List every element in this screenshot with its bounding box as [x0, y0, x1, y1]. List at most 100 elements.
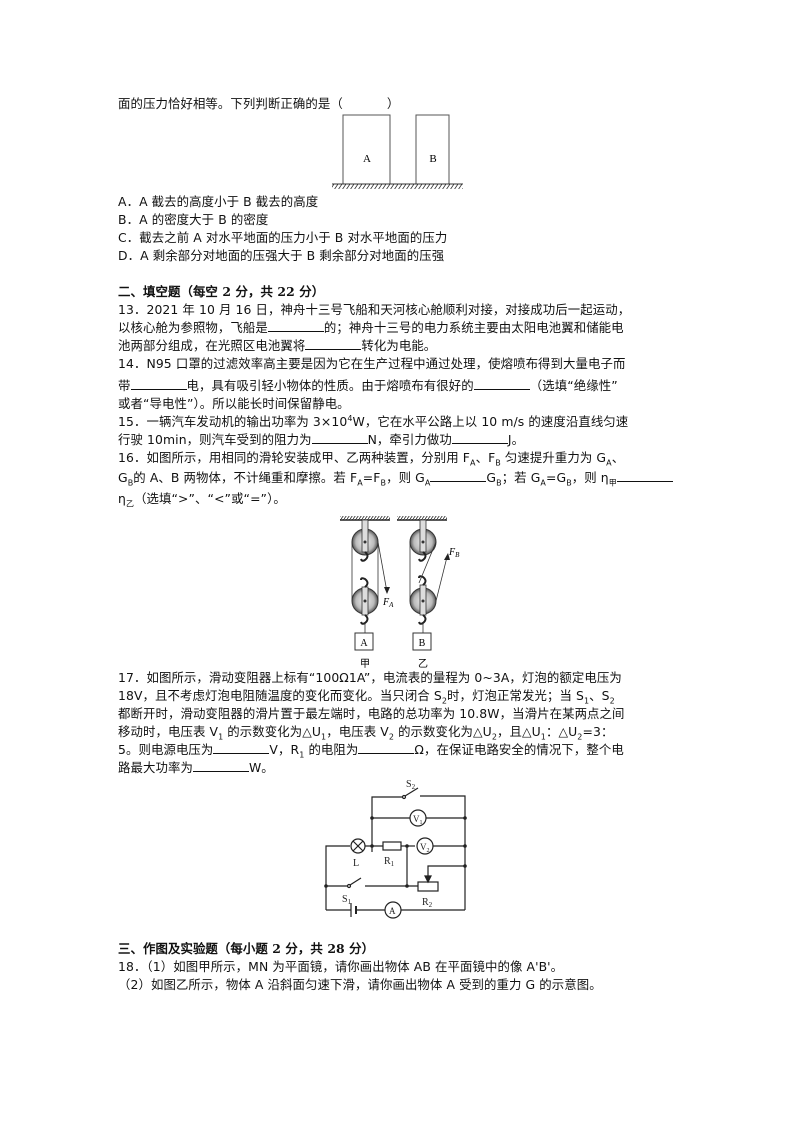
q17-blank-1[interactable] — [213, 741, 270, 754]
section-2-heading: 二、填空题（每空 2 分，共 22 分） — [118, 284, 325, 299]
q13-line-3: 池两部分组成，在光照区电池翼将 转化为电能。 — [118, 337, 436, 355]
q16-text: 的 A、B 两物体，不计绳重和摩擦。若 F — [133, 470, 358, 485]
q16-text: ；若 G — [501, 470, 541, 485]
s2-label: S2 — [406, 779, 416, 791]
q18-line-1: 18．（1）如图甲所示，MN 为平面镜，请你画出物体 AB 在平面镜中的像 A'… — [118, 959, 564, 974]
circuit-figure: S2 V1 V2 L R1 S1 R2 — [318, 778, 473, 923]
q16-blank-2[interactable] — [616, 469, 673, 482]
q12-option-b: B．A 的密度大于 B 的密度 — [118, 212, 269, 227]
q14-text: （选填“绝缘性” — [529, 378, 618, 393]
subscript: 2 — [491, 732, 498, 742]
q17-text: 的示数变化为△U — [223, 724, 322, 739]
q17-text: ，电压表 V — [326, 724, 389, 739]
q16-text: ，则 η — [571, 470, 609, 485]
q17-blank-2[interactable] — [358, 741, 415, 754]
q13-text: 以核心舱为参照物，飞船是 — [118, 320, 268, 335]
q16-text: 匀速提升重力为 G — [500, 450, 607, 465]
subscript: 1 — [299, 750, 305, 760]
force-b-label: FB — [448, 547, 460, 559]
subscript: 2 — [609, 696, 615, 706]
subscript: B — [127, 478, 134, 488]
q14-line-1: 14．N95 口罩的过滤效率高主要是因为它在生产过程中通过处理，使熔喷布得到大量… — [118, 356, 626, 371]
q12-blocks-figure: A B — [330, 112, 465, 192]
q14-line-3: 或者“导电性”）。所以能长时间保留静电。 — [118, 396, 350, 411]
q16-text: =G — [546, 470, 567, 485]
q17-text: 5。则电源电压为 — [118, 742, 214, 757]
q17-text: 移动时，电压表 V — [118, 724, 219, 739]
q17-line-1: 17．如图所示，滑动变阻器上标有“100Ω1A”，电流表的量程为 0~3A，灯泡… — [118, 670, 622, 685]
q17-line-3: 都断开时，滑动变阻器的滑片置于最左端时，电路的总功率为 10.8W，当滑片在某两… — [118, 706, 625, 721]
subscript: 乙 — [125, 499, 135, 509]
q17-line-4: 移动时，电压表 V1 的示数变化为△U1，电压表 V2 的示数变化为△U2，且△… — [118, 723, 613, 741]
q16-text: ，则 G — [386, 470, 425, 485]
answer-paren: ） — [386, 96, 400, 111]
q13-text: 转化为电能。 — [361, 338, 437, 353]
subscript: A — [606, 458, 612, 468]
subscript: B — [495, 458, 501, 468]
ammeter-label: A — [389, 906, 396, 916]
q12-stem-text: 面的压力恰好相等。下列判断正确的是（ — [118, 96, 343, 111]
q12-option-c: C．截去之前 A 对水平地面的压力小于 B 对水平地面的压力 — [118, 230, 448, 245]
q13-text: 池两部分组成，在光照区电池翼将 — [118, 338, 306, 353]
q15-text: 15．一辆汽车发动机的输出功率为 3×10 — [118, 414, 348, 429]
q16-text: G — [486, 470, 497, 485]
q17-line-6: 路最大功率为 W。 — [118, 759, 274, 777]
q17-line-2: 18V，且不考虑灯泡电阻随温度的变化而变化。当只闭合 S 2 时，灯泡正常发光；当 … — [118, 687, 615, 705]
exponent: 4 — [347, 413, 353, 423]
q17-text: Ω，在保证电路安全的情况下，整个电 — [414, 742, 624, 757]
pulley-figure: A FA 甲 B FB 乙 — [335, 515, 475, 670]
subscript: A — [424, 478, 431, 488]
q16-line-1: 16．如图所示，用相同的滑轮安装成甲、乙两种装置，分别用 FA、FB 匀速提升重… — [118, 449, 624, 467]
q14-text: 电，具有吸引轻小物体的性质。由于熔喷布有很好的 — [186, 378, 474, 393]
q17-text: 18V，且不考虑灯泡电阻随温度的变化而变化。当只闭合 S — [118, 688, 442, 703]
q17-blank-3[interactable] — [192, 759, 249, 772]
block-a-label: A — [363, 153, 371, 165]
q12-option-d: D．A 剩余部分对地面的压强大于 B 剩余部分对地面的压强 — [118, 248, 445, 263]
q16-text: G — [118, 470, 128, 485]
q17-text: ：△U — [546, 724, 578, 739]
q15-text: N，牵引力做功 — [367, 432, 452, 447]
box-a-label: A — [360, 638, 368, 649]
q16-text: η — [118, 491, 126, 506]
subscript: 1 — [218, 732, 224, 742]
q15-blank-1[interactable] — [311, 431, 368, 444]
q15-line-1: 15．一辆汽车发动机的输出功率为 3×104W，它在水平公路上以 10 m/s … — [118, 413, 628, 431]
q13-blank-2[interactable] — [305, 337, 362, 350]
q12-option-a: A．A 截去的高度小于 B 截去的高度 — [118, 194, 319, 209]
q17-text: 的示数变化为△U — [394, 724, 492, 739]
subscript: 1 — [321, 732, 327, 742]
q16-text: 、 — [611, 450, 625, 465]
q17-text: 的电阻为 — [304, 742, 359, 757]
v1-label: V1 — [413, 814, 423, 826]
section-3-heading: 三、作图及实验题（每小题 2 分，共 28 分） — [118, 941, 375, 956]
subscript: 1 — [583, 696, 590, 706]
subscript: A — [540, 478, 546, 488]
q16-blank-1[interactable] — [430, 469, 487, 482]
q17-text: W。 — [248, 760, 274, 775]
r2-label: R2 — [422, 897, 433, 909]
q14-text: 带 — [118, 378, 131, 393]
r1-label: R1 — [384, 856, 395, 868]
box-b-label: B — [419, 638, 426, 649]
q17-text: V，R — [269, 742, 300, 757]
q15-text: W，它在水平公路上以 10 m/s 的速度沿直线匀速 — [352, 414, 629, 429]
q14-blank-2[interactable] — [473, 377, 530, 390]
q15-text: J。 — [507, 432, 525, 447]
subscript: 甲 — [608, 478, 617, 488]
q17-text: 、S — [589, 688, 610, 703]
subscript: B — [380, 478, 387, 488]
q15-blank-2[interactable] — [451, 431, 508, 444]
lamp-label: L — [353, 858, 359, 869]
q14-blank-1[interactable] — [130, 377, 187, 390]
q15-text: 行驶 10min，则汽车受到的阻力为 — [118, 432, 312, 447]
q13-blank-1[interactable] — [267, 319, 324, 332]
q16-text: =F — [362, 470, 381, 485]
block-b-label: B — [429, 153, 436, 165]
subscript: A — [357, 478, 363, 488]
q17-text: 时，灯泡正常发光；当 S — [447, 688, 584, 703]
q17-text: 路最大功率为 — [118, 760, 193, 775]
caption-yi: 乙 — [418, 658, 428, 670]
subscript: B — [496, 478, 502, 488]
q14-line-2: 带 电，具有吸引轻小物体的性质。由于熔喷布有很好的 （选填“绝缘性” — [118, 377, 618, 395]
